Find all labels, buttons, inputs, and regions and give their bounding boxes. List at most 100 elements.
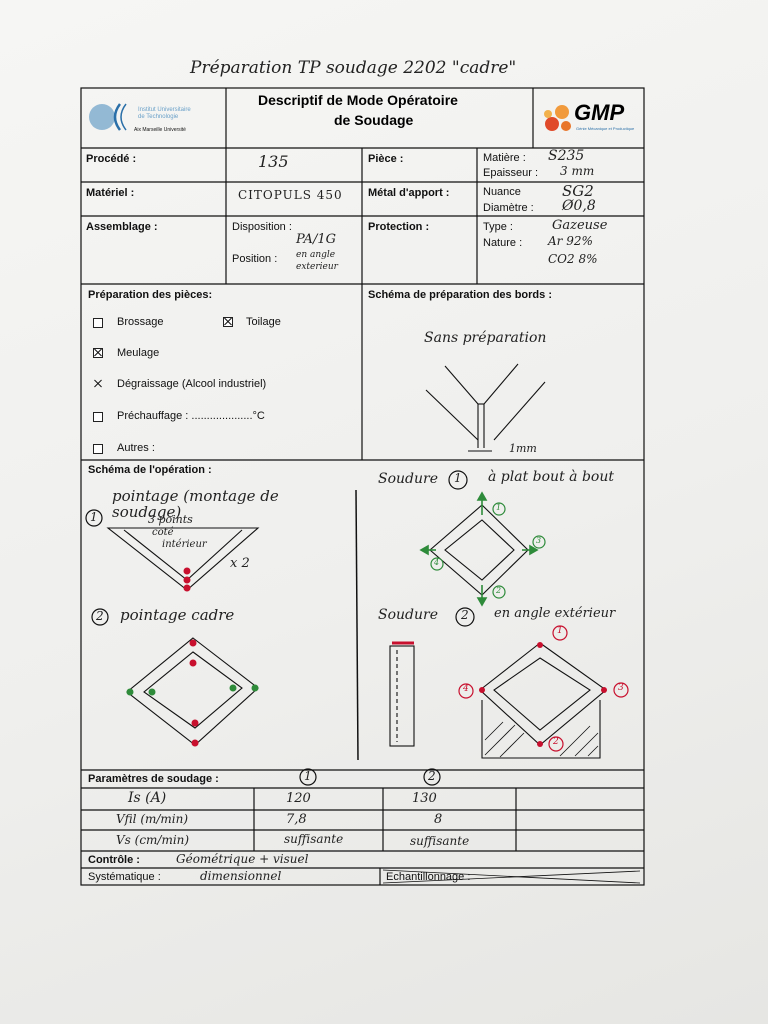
weld2-label: Soudure — [378, 607, 438, 623]
option-meulage: Meulage — [117, 347, 160, 359]
checkbox-toilage[interactable] — [223, 317, 233, 327]
controle-label: Contrôle : — [88, 854, 140, 866]
weld2-mark-1: 1 — [557, 626, 563, 636]
param-row-2-v1: 7,8 — [286, 812, 307, 827]
iut-logo-icon — [89, 103, 127, 131]
checkbox-brossage[interactable] — [93, 318, 103, 328]
weld1-desc: à plat bout à bout — [488, 469, 614, 485]
gmp-logo-icon — [544, 105, 571, 131]
step1-note-3: intérieur — [162, 539, 207, 550]
disposition-label: Disposition : — [232, 221, 292, 233]
checkbox-autres[interactable] — [93, 444, 103, 454]
checkbox-degraissage[interactable] — [93, 379, 103, 389]
systematique-value: dimensionnel — [200, 869, 282, 883]
schema-bords-gap: 1mm — [509, 442, 537, 455]
step2-tack-points — [126, 639, 259, 747]
echantillonnage-label: Echantillonnage : — [386, 871, 471, 883]
disposition-value: PA/1G — [296, 232, 336, 247]
param-row-1-v1: 120 — [286, 791, 311, 806]
weld1-arrows — [419, 491, 539, 607]
weld1-mark-2: 2 — [496, 586, 502, 595]
weld1-label: Soudure — [378, 471, 438, 487]
step2-number: 2 — [96, 609, 104, 623]
step1-note-2: coté — [152, 527, 174, 538]
step1-multiplier: x 2 — [230, 556, 250, 571]
gmp-logo-subtitle: Génie Mécanique et Productique — [576, 126, 635, 131]
position-value-1: en angle — [296, 250, 336, 260]
materiel-value: CITOPULS 450 — [238, 188, 343, 202]
param-row-3-v2: suffisante — [410, 834, 470, 848]
metal-apport-label: Métal d'apport : — [368, 187, 450, 199]
position-label: Position : — [232, 253, 278, 265]
institution-line-1: Institut Universitaire — [138, 107, 191, 113]
option-prechauffage: Préchauffage : ....................°C — [117, 410, 265, 422]
type-value: Gazeuse — [552, 218, 608, 233]
doc-title-line-1: Descriptif de Mode Opératoire — [258, 92, 458, 108]
epaisseur-label: Epaisseur : — [483, 167, 539, 179]
param-row-3-v1: suffisante — [284, 832, 344, 846]
param-row-2-label: Vfil (m/min) — [116, 812, 189, 826]
position-value-2: exterieur — [296, 262, 338, 272]
handwritten-title: Préparation TP soudage 2202 "cadre" — [190, 58, 517, 78]
diametre-label: Diamètre : — [483, 202, 534, 214]
checkbox-prechauffage[interactable] — [93, 412, 103, 422]
protection-label: Protection : — [368, 221, 430, 233]
weld2-number: 2 — [461, 608, 469, 622]
procede-value: 135 — [258, 152, 289, 171]
param-row-1-label: Is (A) — [128, 790, 167, 806]
option-toilage: Toilage — [246, 316, 281, 328]
weld1-frame-sketch — [429, 504, 529, 596]
param-col-1: 1 — [304, 769, 312, 783]
parametres-title: Paramètres de soudage : — [88, 773, 219, 785]
step2-label: pointage cadre — [120, 606, 235, 624]
step2-frame-sketch — [126, 637, 259, 746]
weld1-mark-1: 1 — [496, 503, 502, 512]
weld1-number-circles — [430, 502, 546, 599]
step1-number: 1 — [90, 510, 98, 524]
epaisseur-value: 3 mm — [560, 164, 595, 178]
institution-line-3: Aix Marseille Université — [134, 127, 186, 133]
edge-prep-sketch — [425, 363, 546, 452]
assemblage-label: Assemblage : — [86, 221, 158, 233]
procede-label: Procédé : — [86, 153, 137, 165]
weld2-desc: en angle extérieur — [494, 606, 616, 621]
gmp-logo-text: GMP — [574, 100, 625, 125]
weld2-number-circles — [458, 625, 629, 752]
doc-title-line-2: de Soudage — [334, 112, 414, 128]
step1-label: pointage (montage de soudage) — [112, 487, 279, 521]
option-autres: Autres : — [117, 442, 155, 454]
operation-title: Schéma de l'opération : — [88, 464, 212, 476]
weld2-hatching — [484, 721, 599, 758]
step1-note-1: 3 points — [148, 513, 193, 526]
weld2-mark-2: 2 — [553, 737, 559, 747]
schema-bords-note: Sans préparation — [424, 330, 547, 346]
param-row-3-label: Vs (cm/min) — [116, 833, 190, 847]
nature-label: Nature : — [483, 237, 523, 249]
type-label: Type : — [483, 221, 513, 233]
step-number-circles — [85, 470, 475, 786]
materiel-label: Matériel : — [86, 187, 135, 199]
option-degraissage: Dégraissage (Alcool industriel) — [117, 378, 267, 390]
systematique-label: Systématique : — [88, 871, 161, 883]
weld2-mark-3: 3 — [618, 683, 624, 693]
param-row-2-v2: 8 — [434, 812, 443, 827]
option-brossage: Brossage — [117, 316, 164, 328]
param-row-1-v2: 130 — [412, 791, 437, 806]
nature-value-1: Ar 92% — [548, 234, 593, 248]
weld1-mark-3: 3 — [536, 536, 542, 545]
nature-value-2: CO2 8% — [548, 252, 598, 266]
piece-label: Pièce : — [368, 153, 404, 165]
controle-value: Géométrique + visuel — [176, 852, 309, 866]
param-col-2: 2 — [428, 769, 436, 783]
weld1-number: 1 — [454, 471, 462, 485]
weld1-mark-4: 4 — [434, 558, 440, 567]
matiere-value: S235 — [548, 148, 585, 164]
diametre-value: Ø0,8 — [562, 198, 596, 214]
nuance-value: SG2 — [562, 182, 594, 200]
preparation-title: Préparation des pièces: — [88, 289, 213, 301]
weld2-side-sketch — [389, 645, 415, 747]
checkbox-meulage[interactable] — [93, 348, 103, 358]
step1-tack-points — [183, 567, 191, 592]
